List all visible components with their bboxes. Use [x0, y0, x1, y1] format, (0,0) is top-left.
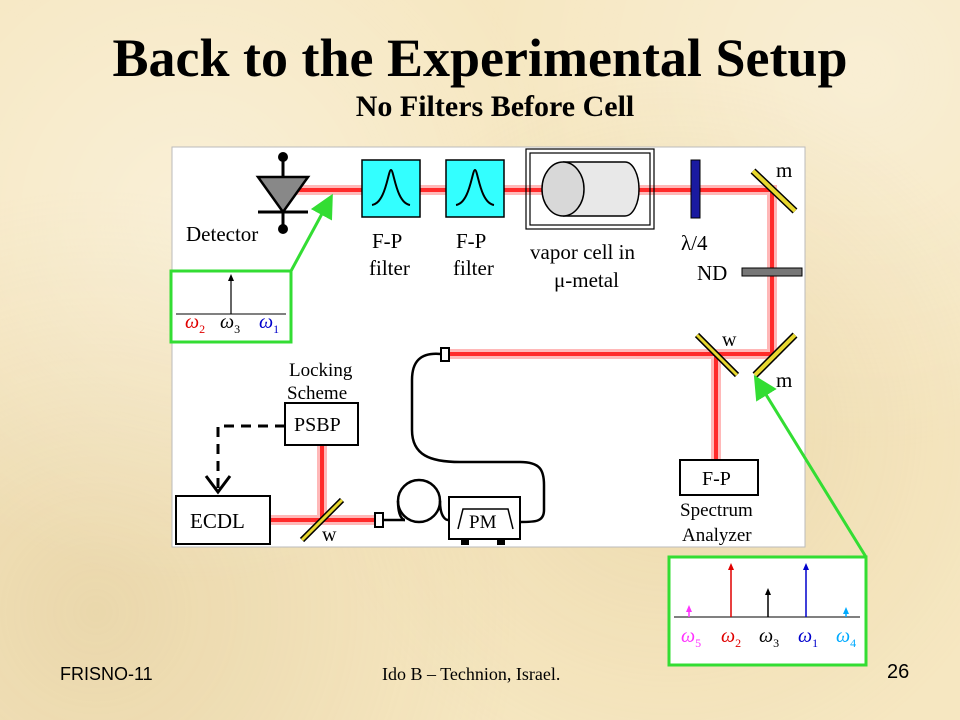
fiber-connector-bottom — [374, 512, 384, 528]
locking-scheme-label-top: Locking — [289, 360, 353, 381]
ecdl-box — [175, 495, 271, 545]
vapor-cell-icon — [525, 148, 655, 230]
slide-title: Back to the Experimental Setup — [112, 28, 848, 88]
nd-filter — [741, 267, 803, 277]
window-right-label: w — [722, 329, 737, 351]
mirror-bottom — [752, 332, 798, 378]
ecdl-label: ECDL — [190, 509, 245, 533]
power-meter-icon — [448, 496, 521, 545]
quarter-wave-label: λ/4 — [681, 231, 708, 255]
fp-filter-1-label-bottom: filter — [369, 256, 410, 280]
vapor-cell-label-top: vapor cell in — [530, 240, 635, 264]
spectrum-analyzer-box — [679, 459, 759, 496]
detector-icon — [255, 152, 311, 234]
power-meter-label: PM — [469, 512, 497, 533]
feedback-dashed-line — [204, 424, 285, 495]
vapor-cell-label-bottom: μ-metal — [554, 268, 619, 292]
footer-page-number: 26 — [887, 661, 910, 683]
optical-fiber — [382, 352, 546, 524]
footer-conference: FRISNO-11 — [60, 664, 153, 684]
fp-filter-1 — [361, 159, 421, 218]
window-left-label: w — [322, 524, 337, 546]
nd-label: ND — [697, 261, 727, 285]
inset-right — [667, 374, 868, 667]
window-right — [694, 332, 740, 378]
psbp-box — [284, 402, 359, 446]
detector-label: Detector — [186, 222, 258, 246]
spectrum-analyzer-label-bottom: Analyzer — [682, 525, 752, 546]
locking-scheme-label-bottom: Scheme — [287, 383, 347, 404]
footer-author: Ido B – Technion, Israel. — [382, 664, 561, 684]
fp-filter-2 — [445, 159, 505, 218]
mirror-top-label: m — [776, 158, 792, 182]
spectrum-analyzer-label-top: Spectrum — [680, 500, 753, 521]
psbp-label: PSBP — [294, 414, 341, 436]
slide-subtitle: No Filters Before Cell — [355, 90, 635, 123]
fp-filter-2-label-top: F-P — [456, 229, 486, 253]
fiber-connector-top — [440, 347, 450, 362]
fp-filter-2-label-bottom: filter — [453, 256, 494, 280]
window-left — [299, 497, 345, 543]
fp-filter-1-label-top: F-P — [372, 229, 402, 253]
spectrum-analyzer-fp-label: F-P — [702, 468, 731, 490]
mirror-bottom-label: m — [776, 368, 792, 392]
mirror-top — [750, 168, 798, 214]
inset-left — [169, 193, 333, 344]
quarter-wave-plate — [690, 159, 701, 219]
